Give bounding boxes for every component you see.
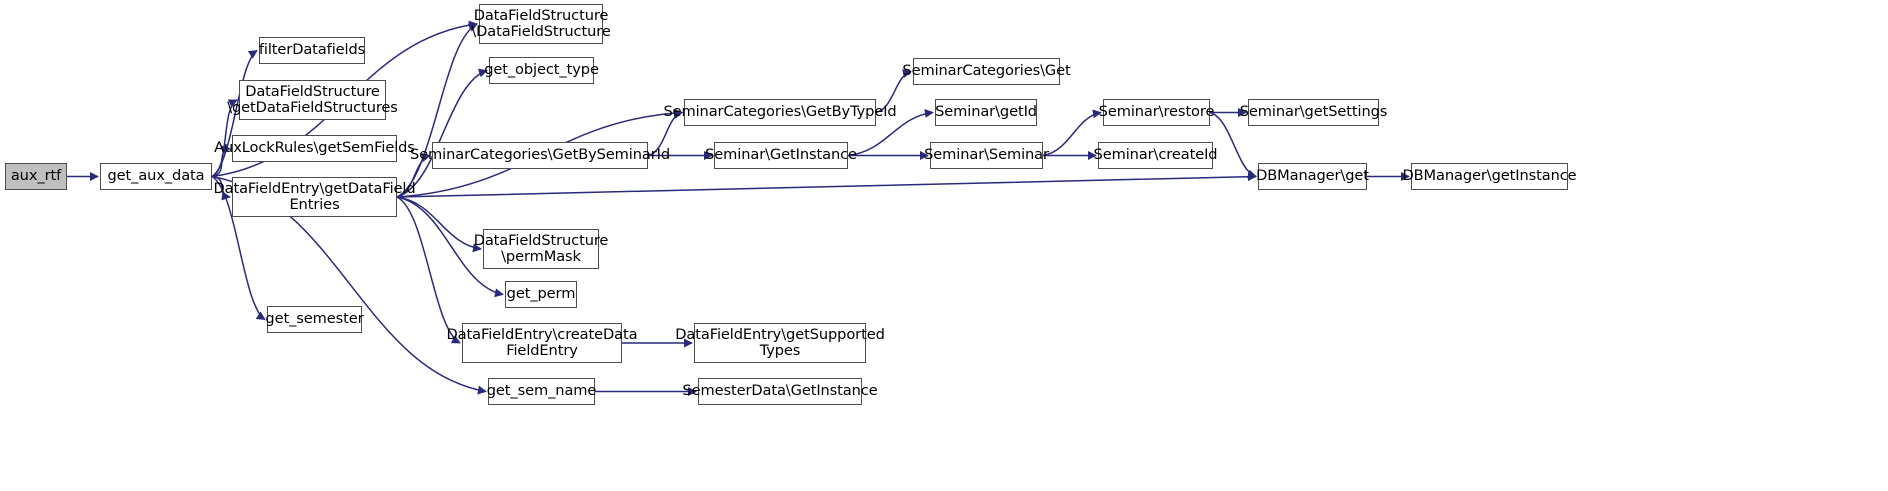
- graph-node-createDataFieldEntry[interactable]: DataFieldEntry\createData FieldEntry: [447, 323, 638, 363]
- graph-node-get_semester[interactable]: get_semester: [265, 306, 364, 333]
- graph-node-DataFieldStructure[interactable]: DataFieldStructure \DataFieldStructure: [471, 4, 611, 44]
- graph-node-Seminar_Seminar[interactable]: Seminar\Seminar: [924, 142, 1049, 169]
- graph-node-get_perm[interactable]: get_perm: [505, 281, 577, 308]
- graph-node-get_aux_data[interactable]: get_aux_data: [100, 163, 212, 190]
- graph-node-SeminarCategoriesGet[interactable]: SeminarCategories\Get: [902, 58, 1071, 85]
- graph-node-Seminar_createId[interactable]: Seminar\createId: [1094, 142, 1218, 169]
- graph-edge-getDataFieldEntries-to-createDataFieldEntry: [396, 196, 461, 344]
- graph-node-Seminar_restore[interactable]: Seminar\restore: [1099, 99, 1214, 126]
- graph-edge-getDataFieldEntries-to-DataFieldStructure: [396, 23, 478, 198]
- graph-node-getSemFields[interactable]: AuxLockRules\getSemFields: [214, 135, 415, 162]
- graph-node-Seminar_getSettings[interactable]: Seminar\getSettings: [1240, 99, 1387, 126]
- graph-node-Seminar_getId[interactable]: Seminar\getId: [935, 99, 1037, 126]
- graph-node-permMask[interactable]: DataFieldStructure \permMask: [474, 229, 608, 269]
- graph-node-aux_rtf[interactable]: aux_rtf: [5, 163, 67, 190]
- graph-edge-getDataFieldEntries-to-DBManager_get: [396, 172, 1257, 198]
- graph-node-DBManager_getInstance[interactable]: DBManager\getInstance: [1402, 163, 1577, 190]
- graph-node-get_sem_name[interactable]: get_sem_name: [487, 378, 596, 405]
- graph-node-GetByTypeId[interactable]: SeminarCategories\GetByTypeId: [663, 99, 897, 126]
- graph-node-SemesterDataGetInstance[interactable]: SemesterData\GetInstance: [682, 378, 878, 405]
- graph-node-getDataFieldEntries[interactable]: DataFieldEntry\getDataField Entries: [213, 177, 416, 217]
- graph-edge-getDataFieldEntries-to-get_object_type: [396, 68, 488, 198]
- graph-node-Seminar_GetInstance[interactable]: Seminar\GetInstance: [705, 142, 857, 169]
- graph-node-DBManager_get[interactable]: DBManager\get: [1256, 163, 1369, 190]
- graph-node-GetBySeminarId[interactable]: SeminarCategories\GetBySeminarId: [410, 142, 670, 169]
- graph-node-filterDatafields[interactable]: filterDatafields: [259, 37, 365, 64]
- graph-edge-Seminar_Seminar-to-Seminar_restore: [1042, 109, 1102, 157]
- graph-node-get_object_type[interactable]: get_object_type: [484, 57, 599, 84]
- graph-node-getDataFieldStructures[interactable]: DataFieldStructure \getDataFieldStructur…: [227, 80, 398, 120]
- graph-node-getSupportedTypes[interactable]: DataFieldEntry\getSupported Types: [675, 323, 885, 363]
